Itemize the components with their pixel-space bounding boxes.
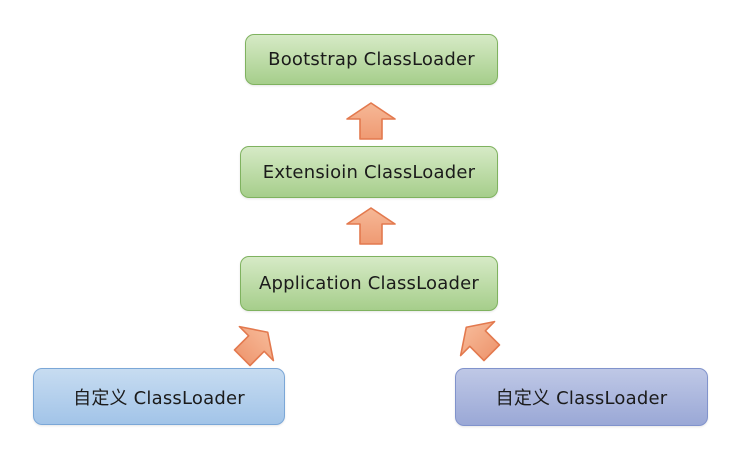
node-application-label: Application ClassLoader: [259, 273, 479, 294]
node-extension-label: Extensioin ClassLoader: [262, 161, 476, 183]
arrow-up-application-to-extension-icon: [346, 207, 396, 245]
node-custom-left-label: 自定义 ClassLoader: [73, 387, 245, 409]
node-bootstrap-classloader: Bootstrap ClassLoader: [245, 34, 498, 85]
node-custom-classloader-left: 自定义 ClassLoader: [33, 368, 285, 425]
node-bootstrap-label: Bootstrap ClassLoader: [268, 49, 475, 70]
arrow-up-right-custom-left-to-application-icon: [224, 314, 286, 376]
node-custom-right-label: 自定义 ClassLoader: [495, 388, 668, 409]
node-application-classloader: Application ClassLoader: [240, 256, 498, 311]
node-custom-classloader-right: 自定义 ClassLoader: [455, 368, 708, 426]
arrow-up-left-custom-right-to-application-icon: [448, 309, 510, 371]
node-extension-classloader: Extensioin ClassLoader: [240, 146, 498, 198]
arrow-up-extension-to-bootstrap-icon: [346, 102, 396, 140]
